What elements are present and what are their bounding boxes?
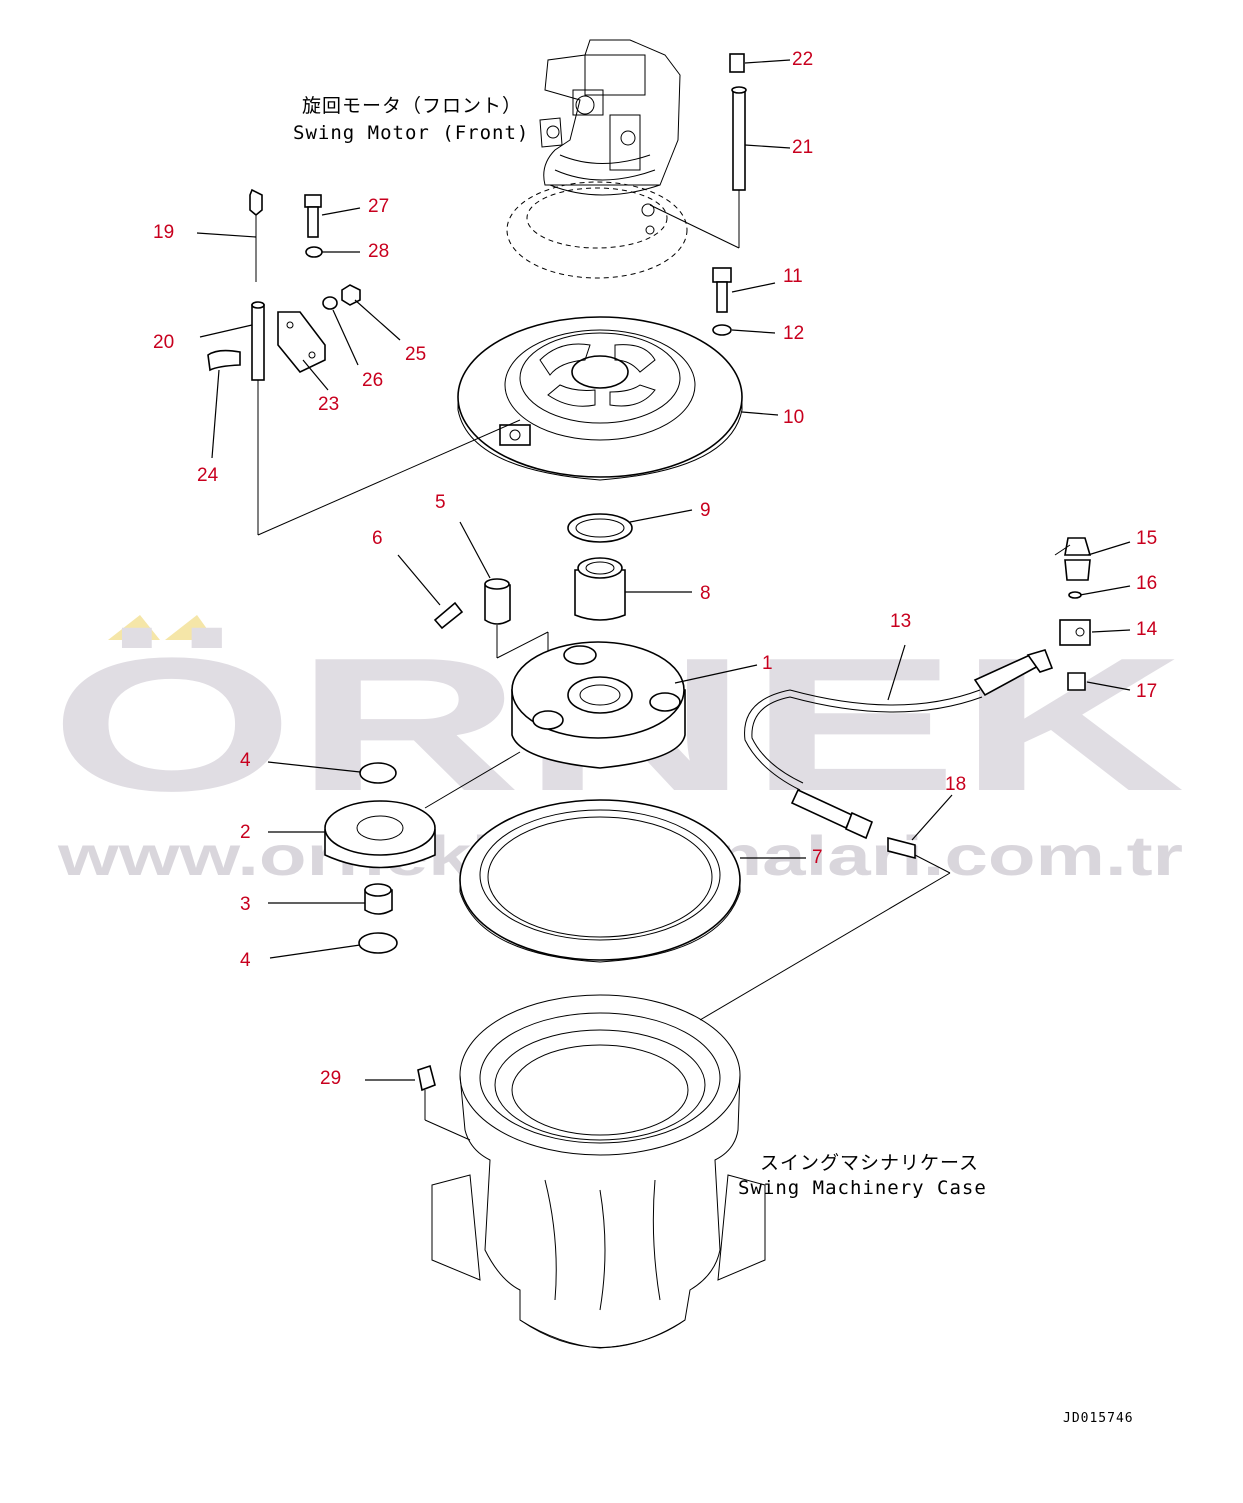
callout-7: 7 xyxy=(812,847,823,868)
callout-20: 20 xyxy=(153,332,174,353)
swing-motor-caption-en: Swing Motor (Front) xyxy=(293,122,529,144)
callout-14: 14 xyxy=(1136,619,1158,640)
callout-22: 22 xyxy=(792,49,813,70)
callout-29: 29 xyxy=(320,1068,341,1089)
callout-16: 16 xyxy=(1136,573,1157,594)
callout-6: 6 xyxy=(372,528,383,549)
callout-12: 12 xyxy=(783,323,804,344)
callout-24: 24 xyxy=(197,465,219,486)
part-1-carrier xyxy=(511,641,686,769)
callout-15: 15 xyxy=(1136,528,1157,549)
part-5-6-pins xyxy=(433,578,549,705)
swing-motor-drawing xyxy=(506,39,688,279)
part-11-12-bolt xyxy=(712,267,732,336)
part-13-18-hose-assembly xyxy=(744,537,1092,860)
callout-1: 1 xyxy=(762,653,773,674)
swing-machinery-case-drawing xyxy=(431,854,951,1349)
swing-machinery-case-caption-jp: スイングマシナリケース xyxy=(760,1152,979,1174)
callout-4-top: 4 xyxy=(240,750,251,771)
leader-lines xyxy=(196,59,1131,1081)
callout-10: 10 xyxy=(783,407,804,428)
callout-21: 21 xyxy=(792,137,813,158)
callout-11: 11 xyxy=(783,266,803,287)
watermark-accent-left xyxy=(108,615,160,640)
part-2-3-4-planet-gear-stack xyxy=(324,751,521,954)
part-8-9-gear-and-ring xyxy=(567,513,633,621)
callout-2: 2 xyxy=(240,822,251,843)
callout-26: 26 xyxy=(362,370,383,391)
callout-27: 27 xyxy=(368,196,389,217)
callout-18: 18 xyxy=(945,774,966,795)
part-29-plug xyxy=(417,1064,471,1141)
part-7-ring-gear xyxy=(459,799,741,963)
callout-19: 19 xyxy=(153,222,174,243)
swing-motor-caption-jp: 旋回モータ（フロント） xyxy=(302,95,522,117)
callout-8: 8 xyxy=(700,583,711,604)
callout-28: 28 xyxy=(368,241,389,262)
callout-13: 13 xyxy=(890,611,911,632)
callout-23: 23 xyxy=(318,394,339,415)
callout-4-bottom: 4 xyxy=(240,950,251,971)
callout-25: 25 xyxy=(405,344,426,365)
callout-3: 3 xyxy=(240,894,251,915)
callout-9: 9 xyxy=(700,500,711,521)
document-id: JD015746 xyxy=(1063,1411,1134,1426)
swing-machinery-case-caption-en: Swing Machinery Case xyxy=(738,1177,987,1199)
callout-labels: 22 21 27 19 28 11 12 20 25 26 23 10 24 5… xyxy=(153,49,1158,1089)
part-21-22-shaft xyxy=(649,53,747,249)
callout-17: 17 xyxy=(1136,681,1157,702)
watermark-accent-right xyxy=(165,615,215,640)
part-10-flange-housing xyxy=(457,316,743,481)
callout-5: 5 xyxy=(435,492,446,513)
